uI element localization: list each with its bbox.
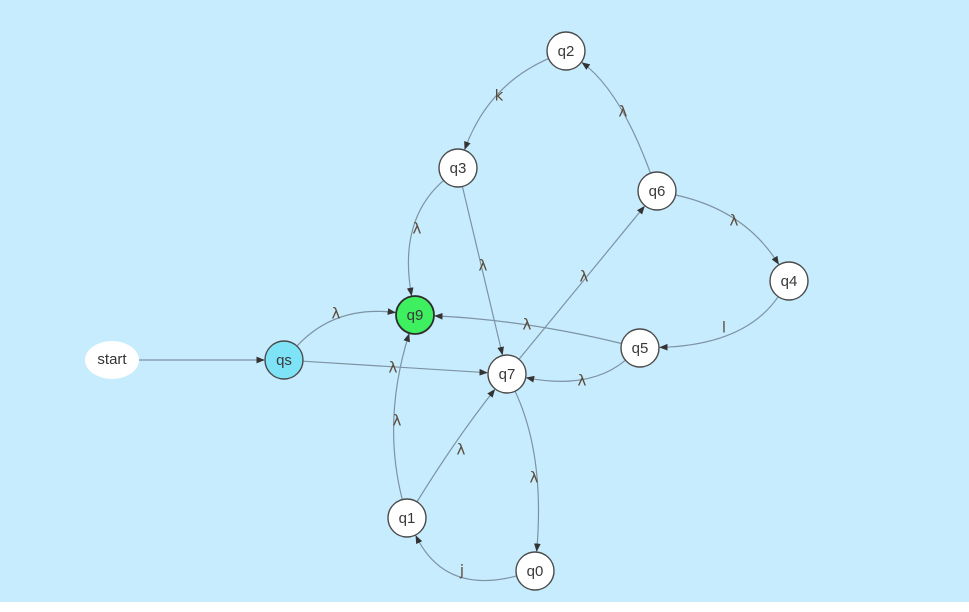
transition-q5-to-q9 [434, 312, 622, 345]
state-label-q5: q5 [632, 340, 649, 357]
state-label-qs: qs [276, 352, 292, 369]
state-label-q2: q2 [558, 43, 575, 60]
state-q3[interactable]: q3 [438, 148, 478, 188]
state-label-q4: q4 [781, 273, 798, 290]
start-label: start [97, 351, 127, 368]
transition-label-q0-to-q1: j [459, 562, 464, 580]
transition-q6-to-q4 [675, 194, 780, 265]
transition-q3-to-q9 [406, 179, 444, 297]
transition-label-q1-to-q9: λ [393, 412, 402, 430]
transition-label-q1-to-q7: λ [457, 441, 466, 459]
state-circle-q9[interactable] [395, 295, 435, 335]
transition-q5-to-q7 [525, 359, 626, 383]
state-label-q6: q6 [649, 183, 666, 200]
transition-label-q3-to-q9: λ [413, 220, 422, 238]
state-label-q9: q9 [407, 307, 424, 324]
transition-label-q5-to-q9: λ [523, 316, 532, 334]
state-circle-qs[interactable] [264, 340, 304, 380]
start-node: start [85, 341, 139, 379]
state-circle-q1[interactable] [387, 498, 427, 538]
state-label-q7: q7 [499, 366, 516, 383]
transition-q6-to-q2 [581, 62, 652, 174]
state-circle-q6[interactable] [637, 171, 677, 211]
transition-label-q7-to-q0: λ [530, 469, 539, 487]
state-q9[interactable]: q9 [395, 295, 435, 335]
transition-label-q3-to-q7: λ [479, 257, 488, 275]
transition-label-q7-to-q6: λ [580, 268, 589, 286]
state-label-q0: q0 [527, 563, 544, 580]
transition-q7-to-q6 [518, 205, 645, 360]
state-label-q1: q1 [399, 510, 416, 527]
state-q4[interactable]: q4 [769, 261, 809, 301]
state-q2[interactable]: q2 [546, 31, 586, 71]
transition-label-q5-to-q7: λ [578, 372, 587, 390]
state-circle-q7[interactable] [487, 354, 527, 394]
state-circle-q2[interactable] [546, 31, 586, 71]
transition-qs-to-q7 [302, 360, 488, 376]
transition-label-qs-to-q7: λ [389, 359, 398, 377]
transition-q2-to-q3 [464, 58, 549, 150]
transition-q1-to-q7 [416, 389, 496, 503]
transition-q7-to-q0 [514, 390, 541, 552]
transition-label-q6-to-q4: λ [730, 212, 739, 230]
state-circle-q4[interactable] [769, 261, 809, 301]
transition-label-q2-to-q3: k [495, 87, 504, 105]
state-q0[interactable]: q0 [515, 551, 555, 591]
nodes-layer: start qs q9 q7 q3 q2 q6 q4 q5 q1 q0 [85, 31, 809, 591]
state-circle-q3[interactable] [438, 148, 478, 188]
state-circle-q0[interactable] [515, 551, 555, 591]
transition-label-q4-to-q5: l [722, 319, 726, 337]
transition-q4-to-q5 [659, 296, 779, 351]
bottom-band [0, 602, 969, 612]
transition-label-q6-to-q2: λ [619, 103, 628, 121]
edge-labels-layer: λ λ k λ λ λ λ λ l λ λ λ j λ λ [332, 87, 739, 580]
transition-qs-to-q9 [296, 308, 397, 347]
state-q7[interactable]: q7 [487, 354, 527, 394]
state-circle-q5[interactable] [620, 328, 660, 368]
state-q5[interactable]: q5 [620, 328, 660, 368]
state-qs[interactable]: qs [264, 340, 304, 380]
transition-q0-to-q1 [415, 535, 517, 582]
transition-q1-to-q9 [392, 333, 410, 500]
transition-q3-to-q7 [461, 186, 504, 356]
state-q1[interactable]: q1 [387, 498, 427, 538]
edges-layer [138, 58, 780, 582]
state-q6[interactable]: q6 [637, 171, 677, 211]
state-label-q3: q3 [450, 160, 467, 177]
transition-label-qs-to-q9: λ [332, 305, 341, 323]
